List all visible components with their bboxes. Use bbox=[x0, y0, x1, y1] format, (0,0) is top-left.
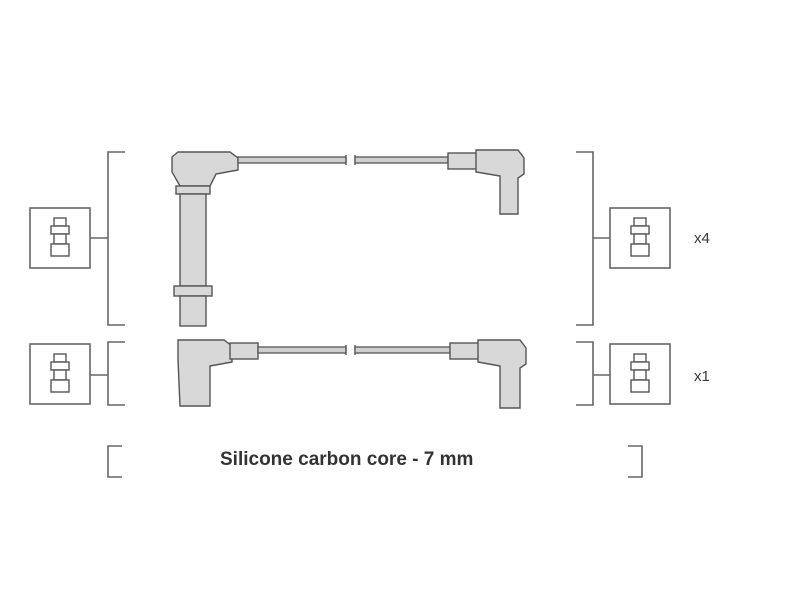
group1-left-bracket bbox=[90, 151, 125, 326]
caption-left-bracket bbox=[107, 445, 122, 478]
spark-plug-terminal-icon bbox=[609, 207, 671, 269]
group2-left-bracket bbox=[90, 341, 125, 406]
ignition-cable-long bbox=[171, 149, 525, 327]
spark-plug-terminal-icon bbox=[29, 207, 91, 269]
group2-right-bracket bbox=[576, 341, 610, 406]
group1-right-bracket bbox=[576, 151, 610, 326]
quantity-label-x1: x1 bbox=[694, 368, 710, 385]
spark-plug-terminal-icon bbox=[609, 343, 671, 405]
cable-spec-caption: Silicone carbon core - 7 mm bbox=[220, 449, 474, 470]
ignition-cable-short bbox=[177, 339, 527, 409]
quantity-label-x4: x4 bbox=[694, 230, 710, 247]
caption-right-bracket bbox=[628, 445, 643, 478]
spark-plug-terminal-icon bbox=[29, 343, 91, 405]
